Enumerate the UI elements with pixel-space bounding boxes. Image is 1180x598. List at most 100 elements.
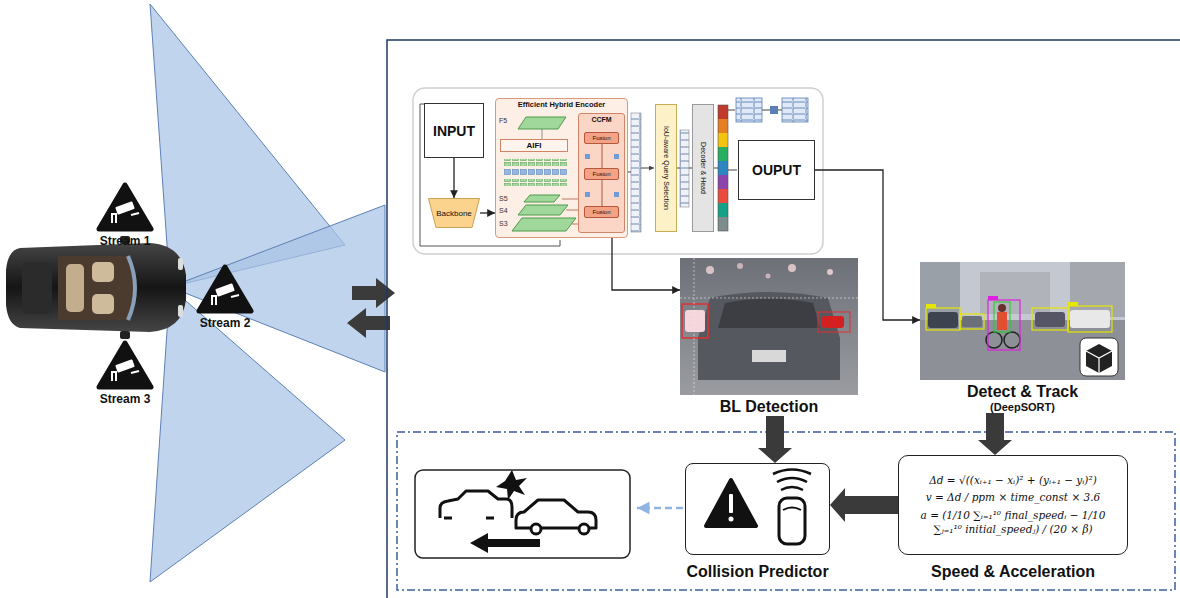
main-panel [387, 40, 1180, 598]
drawing-part [347, 308, 390, 338]
input-box: INPUT [424, 103, 484, 158]
drawing-part [926, 308, 960, 330]
drawing-part [99, 185, 151, 229]
drawing-part [22, 262, 52, 314]
node-text: Fusion [592, 135, 610, 141]
bl-detection-panel: BL Detection [680, 258, 858, 416]
formula-box: Δd = √((xᵢ₊₁ − xᵢ)² + (yᵢ₊₁ − yᵢ)²)v = Δ… [898, 455, 1128, 555]
drawing-part [728, 170, 737, 171]
fusion-box: Fusion [584, 168, 619, 180]
drawing-part [822, 316, 844, 328]
drawing-part [677, 168, 680, 169]
fusion-box: Fusion [584, 132, 619, 144]
drawing-part [1035, 312, 1065, 327]
drawing-part [1068, 302, 1078, 306]
drawing-part [729, 517, 734, 522]
drawing-part [413, 88, 823, 254]
drawing-part [827, 269, 833, 275]
drawing-part [682, 304, 708, 338]
drawing-part [1032, 308, 1068, 330]
drawing-part [706, 480, 756, 526]
drawing-part [496, 470, 527, 500]
drawing-part [752, 350, 786, 362]
drawing-part [585, 192, 590, 197]
drawing-part [504, 159, 568, 166]
drawing-part [698, 292, 840, 380]
drawing-part [524, 195, 560, 202]
connector-line [453, 158, 454, 198]
drawing-part [1086, 344, 1112, 373]
drawing-part [1086, 351, 1112, 373]
drawing-part [920, 262, 1125, 380]
drawing-part [680, 258, 858, 395]
car-illustration [6, 236, 186, 339]
drawing-part [1080, 338, 1118, 376]
drawing-part [728, 110, 735, 111]
feature-label: S3 [499, 220, 508, 227]
drawing-part [718, 147, 728, 161]
drawing-part [66, 264, 84, 312]
drawing-part [641, 168, 654, 169]
block-arrow [758, 416, 792, 463]
drawing-part [58, 256, 134, 320]
drawing-part [628, 172, 631, 173]
node-text: CCFM [591, 116, 611, 124]
node-text: Detect & Track [920, 383, 1125, 401]
drawing-part [512, 218, 576, 231]
node-text: Fusion [592, 209, 610, 215]
collision-predictor-box: Collision Predictor [685, 463, 830, 555]
drawing-part [518, 117, 566, 129]
drawing-part [1068, 306, 1112, 332]
drawing-part [352, 278, 395, 308]
node-text: Backbone [436, 209, 472, 218]
drawing-part [926, 304, 936, 308]
link-arrows [347, 278, 395, 338]
node-text: Decoder & Head [700, 142, 707, 194]
drawing-part [199, 267, 251, 311]
drawing-part [680, 130, 689, 207]
drawing-part [685, 310, 705, 332]
drawing-part [614, 192, 619, 197]
node-text: INPUT [433, 123, 475, 139]
drawing-part [531, 524, 541, 534]
drawing-part [736, 98, 762, 122]
drawing-part [680, 298, 858, 299]
drawing-part [718, 299, 820, 329]
drawing-part [766, 274, 771, 279]
drawing-part [788, 264, 796, 272]
drawing-part [694, 258, 695, 395]
drawing-part [99, 343, 151, 387]
drawing-part [988, 300, 1020, 350]
drawing-part [997, 312, 1007, 330]
drawing-part [779, 498, 805, 544]
drawing-part [962, 316, 982, 327]
drawing-part [718, 105, 728, 119]
drawing-part [470, 533, 540, 553]
drawing-part [706, 266, 714, 274]
formula: Δd = √((xᵢ₊₁ − xᵢ)² + (yᵢ₊₁ − yᵢ)²) [907, 474, 1119, 488]
drawing-part [444, 517, 494, 520]
stream-label: Stream 2 [200, 316, 251, 330]
drawing-part [631, 113, 641, 232]
drawing-part [994, 302, 1010, 332]
drawing-part [585, 154, 590, 159]
drawing-part [429, 199, 480, 228]
node-text: Efficient Hybrid Encoder [518, 101, 606, 109]
crash-icon [415, 470, 630, 558]
connector-line [480, 212, 495, 213]
prediction-region [397, 432, 1175, 590]
decoder-box: Decoder & Head [692, 104, 714, 232]
connector-line [612, 238, 680, 290]
output-arrow [637, 507, 683, 510]
drawing-part [6, 243, 186, 332]
stream-label: Stream 3 [100, 392, 151, 406]
drawing-part [782, 98, 808, 122]
drawing-part [128, 256, 135, 320]
node-text: AIFI [526, 142, 541, 150]
drawing-part [1070, 310, 1110, 328]
drawing-part [770, 106, 778, 114]
drawing-part [718, 133, 728, 147]
drawing-part [988, 296, 998, 300]
feature-label: S4 [499, 207, 508, 214]
node-text: BL Detection [680, 398, 858, 416]
